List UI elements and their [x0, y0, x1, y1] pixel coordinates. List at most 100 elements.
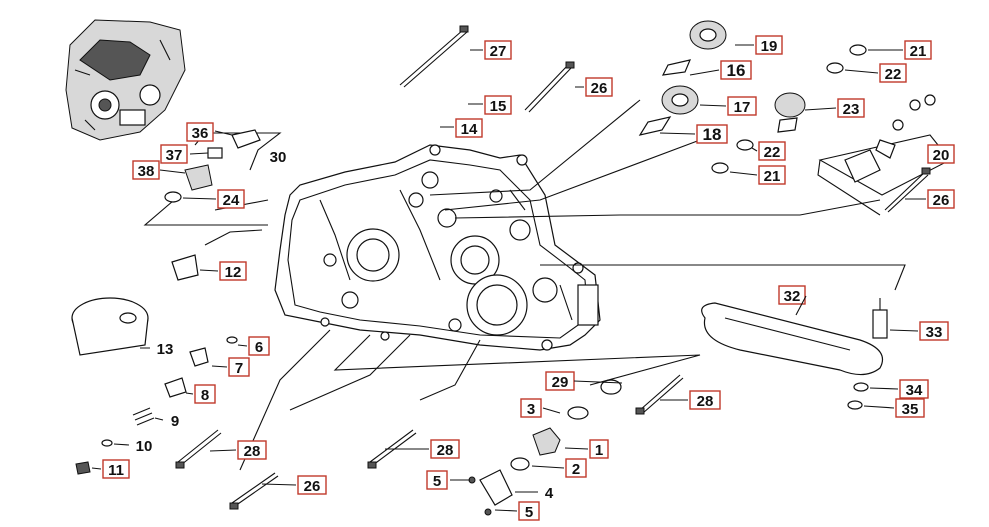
callout-26-bottom: 26	[297, 475, 327, 495]
callout-box	[132, 160, 160, 180]
callout-number: 28	[437, 442, 454, 459]
callout-number: 11	[108, 462, 124, 479]
callout-18: 18	[696, 124, 728, 144]
callout-box	[194, 384, 216, 404]
engine-thumbnail	[65, 19, 186, 141]
callout-box	[297, 475, 327, 495]
callout-box	[248, 336, 270, 356]
callout-number: 17	[734, 99, 751, 116]
callout-box	[518, 501, 540, 521]
callout-box	[565, 458, 587, 478]
callout-8: 8	[194, 384, 216, 404]
callout-box	[727, 96, 757, 116]
callout-box	[160, 144, 188, 164]
callout-19: 19	[755, 35, 783, 55]
callout-5-upper: 5	[426, 470, 448, 490]
callout-number: 21	[764, 168, 781, 185]
callout-6: 6	[248, 336, 270, 356]
callout-38: 38	[132, 160, 160, 180]
callout-29: 29	[545, 371, 575, 391]
callout-17: 17	[727, 96, 757, 116]
lower-parts	[468, 379, 622, 516]
callout-number: 13	[157, 341, 174, 358]
label-ticks	[91, 44, 926, 512]
callout-number: 5	[525, 504, 533, 521]
callout-20: 20	[927, 144, 955, 164]
callout-4: 4	[545, 485, 554, 502]
callout-box	[228, 357, 250, 377]
callout-28-right: 28	[689, 390, 721, 410]
crankcase-half	[274, 144, 601, 351]
callout-number: 34	[906, 382, 923, 399]
callout-box	[589, 439, 609, 459]
callout-number: 33	[926, 324, 943, 341]
callout-number: 12	[225, 264, 242, 281]
callout-30: 30	[270, 149, 287, 166]
callout-9: 9	[171, 413, 179, 430]
callout-24: 24	[217, 189, 245, 209]
callout-box	[720, 60, 752, 80]
callout-37: 37	[160, 144, 188, 164]
callout-23: 23	[837, 98, 865, 118]
callout-13: 13	[157, 341, 174, 358]
callout-box	[585, 77, 613, 97]
callout-7: 7	[228, 357, 250, 377]
callout-box	[895, 398, 925, 418]
callout-number: 27	[490, 43, 507, 60]
callout-11: 11	[102, 459, 130, 479]
callout-number: 24	[223, 192, 240, 209]
callout-box	[237, 440, 267, 460]
callout-26-top: 26	[585, 77, 613, 97]
callout-number: 21	[910, 43, 927, 60]
callout-box	[755, 35, 783, 55]
callout-22-mid: 22	[758, 141, 786, 161]
callout-box	[430, 439, 460, 459]
callout-number: 16	[727, 61, 746, 80]
callout-number: 32	[784, 288, 801, 305]
callout-box	[219, 261, 247, 281]
callout-35: 35	[895, 398, 925, 418]
callout-28-left: 28	[237, 440, 267, 460]
callout-number: 22	[764, 144, 781, 161]
callout-36: 36	[186, 122, 214, 142]
callout-box	[696, 124, 728, 144]
callout-number: 1	[595, 442, 603, 459]
right-parts	[701, 298, 888, 410]
callout-number: 2	[572, 461, 580, 478]
callout-34: 34	[899, 379, 929, 399]
callout-box	[426, 470, 448, 490]
callout-number: 15	[490, 98, 507, 115]
callout-number: 3	[527, 401, 535, 418]
gears-shafts	[638, 20, 936, 183]
callout-number: 10	[136, 438, 153, 455]
callout-box	[837, 98, 865, 118]
callout-10: 10	[136, 438, 153, 455]
callout-15: 15	[484, 95, 512, 115]
callout-number: 5	[433, 473, 441, 490]
callout-number: 22	[885, 66, 902, 83]
callout-number: 4	[545, 485, 554, 502]
callout-33: 33	[919, 321, 949, 341]
callout-number: 23	[843, 101, 860, 118]
callout-number: 8	[201, 387, 209, 404]
callout-26-right: 26	[927, 189, 955, 209]
callout-box	[455, 118, 483, 138]
callout-box	[217, 189, 245, 209]
callout-number: 9	[171, 413, 179, 430]
callout-box	[899, 379, 929, 399]
callout-box	[758, 165, 786, 185]
callout-box	[689, 390, 721, 410]
callout-box	[919, 321, 949, 341]
callout-number: 6	[255, 339, 263, 356]
callout-box	[186, 122, 214, 142]
callout-box	[484, 95, 512, 115]
callout-32: 32	[778, 285, 806, 305]
callout-5-lower: 5	[518, 501, 540, 521]
callout-box	[927, 144, 955, 164]
callout-box	[484, 40, 512, 60]
callout-number: 20	[933, 147, 950, 164]
callout-number: 26	[304, 478, 321, 495]
callout-number: 38	[138, 163, 155, 180]
callout-number: 28	[697, 393, 714, 410]
callout-3: 3	[520, 398, 542, 418]
